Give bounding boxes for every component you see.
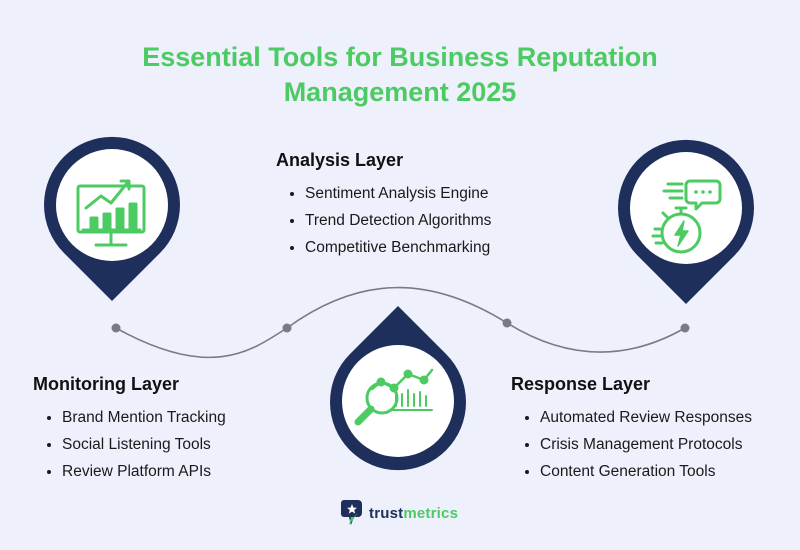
list-item: Review Platform APIs [62,458,226,485]
brand-logo: trustmetrics [341,499,458,527]
connector-dot-2 [282,323,292,333]
monitor-growth-chart-icon [76,179,146,247]
thumb-star-icon [341,500,362,525]
list-item: Crisis Management Protocols [540,431,752,458]
list-item: Sentiment Analysis Engine [305,180,491,207]
title-line-2: Management 2025 [283,77,517,107]
response-layer-heading: Response Layer [511,374,651,394]
logo-wordmark: trustmetrics [369,505,458,522]
logo-part-2: metrics [403,504,459,522]
response-pin [618,139,754,304]
connector-curve [115,286,686,359]
list-item: Trend Detection Algorithms [305,207,491,234]
analysis-layer-list: Sentiment Analysis Engine Trend Detectio… [276,180,491,261]
list-item: Brand Mention Tracking [62,404,226,431]
response-layer-list: Automated Review Responses Crisis Manage… [511,404,752,485]
monitoring-pin [44,136,180,301]
monitoring-layer: Monitoring Layer Brand Mention Tracking … [33,374,226,485]
monitoring-layer-list: Brand Mention Tracking Social Listening … [33,404,226,485]
response-layer: Response Layer Automated Review Response… [511,374,752,485]
title-line-1: Essential Tools for Business Reputation [142,42,658,72]
list-item: Automated Review Responses [540,404,752,431]
monitoring-layer-heading: Monitoring Layer [33,374,180,394]
analysis-layer-heading: Analysis Layer [276,150,404,170]
page-title: Essential Tools for Business Reputation … [0,40,800,110]
stopwatch-chat-bubble-icon [651,179,722,254]
logo-part-1: trust [369,504,404,522]
connector-dot-1 [111,323,121,333]
magnifier-line-chart-icon [354,368,434,426]
analysis-layer: Analysis Layer Sentiment Analysis Engine… [276,150,491,261]
connector-dot-3 [502,318,512,328]
list-item: Social Listening Tools [62,431,226,458]
list-item: Competitive Benchmarking [305,234,491,261]
list-item: Content Generation Tools [540,458,752,485]
analysis-pin [330,306,467,471]
connector-dot-4 [680,323,690,333]
